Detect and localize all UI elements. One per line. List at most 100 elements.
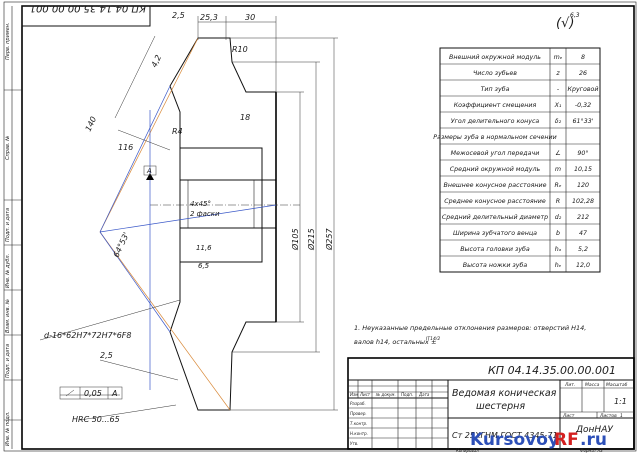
- param-value: 10,15: [574, 166, 592, 173]
- dim-2-5-top: 2,5: [172, 11, 185, 20]
- runout-ref: A: [111, 389, 117, 398]
- watermark-text-3: .ru: [580, 430, 607, 450]
- param-value: Круговой: [567, 86, 598, 93]
- param-value: 102,28: [572, 198, 594, 205]
- param-value: -0,32: [575, 102, 591, 109]
- col-mass: Масса: [585, 382, 600, 388]
- param-value: 90°: [577, 149, 588, 157]
- copy-label: Копировал: [456, 448, 479, 453]
- param-label: Высота ножки зуба: [463, 261, 528, 269]
- param-symbol: m: [555, 166, 561, 173]
- param-symbol: hₑ: [555, 262, 562, 269]
- param-symbol: δ₂: [555, 118, 562, 125]
- technical-notes: 1. Неуказанные предельные отклонения раз…: [354, 324, 586, 346]
- dia-257: Ø257: [324, 228, 334, 251]
- title-block: КП 04.14.35.00.00.001 Ведомая коническая…: [347, 357, 635, 453]
- hardness: HRC 50...65: [72, 415, 120, 424]
- side-stamp: Перв. примен. Справ. № Подп. и дата Инв.…: [4, 6, 22, 449]
- param-value: 47: [579, 230, 587, 237]
- title-block-code: КП 04.14.35.00.00.001: [488, 364, 616, 377]
- param-symbol: R: [556, 198, 560, 205]
- param-symbol: hₐ: [555, 246, 562, 253]
- outer-border: [3, 1, 637, 452]
- param-label: Число зубьев: [473, 69, 517, 77]
- param-value: 61°33': [573, 117, 594, 125]
- param-label: Коэффициент смещения: [454, 102, 537, 109]
- side-stamp-dup: Инв. № дубл.: [5, 254, 11, 288]
- dim-30: 30: [245, 13, 255, 22]
- dim-4-2: 4,2: [150, 54, 164, 69]
- runout-frame: [59, 386, 123, 400]
- watermark: Kursovoy RF .ru: [470, 430, 607, 450]
- param-label: Ширина зубчатого венца: [453, 229, 537, 237]
- param-label: Среднее конусное расстояние: [444, 198, 546, 205]
- side-stamp-first-use: Перв. примен.: [5, 22, 11, 60]
- top-code-stamp-text: КП 04.14.35.00.00.001: [30, 3, 146, 14]
- param-label: Внешний окружной модуль: [449, 54, 541, 61]
- sheets-value: 1: [620, 413, 623, 419]
- param-value: 8: [581, 54, 585, 61]
- organization: ДонНАУ: [575, 425, 613, 435]
- dim-11-6: 11,6: [196, 244, 212, 252]
- dim-2-5-bottom: 2,5: [100, 351, 113, 360]
- side-stamp-orig: Инв. № подл.: [5, 412, 11, 447]
- hdr-sign: Подп.: [401, 392, 413, 397]
- dim-r4: R4: [172, 127, 183, 136]
- datum-box: [143, 165, 157, 176]
- row-razrab: Разраб.: [350, 401, 366, 406]
- param-label: Внешнее конусное расстояние: [444, 182, 547, 189]
- top-code-stamp: КП 04.14.35.00.00.001: [21, 3, 151, 27]
- gear-lower-section: [169, 227, 277, 411]
- row-prov: Провер.: [350, 411, 367, 416]
- gear-upper-section: [169, 37, 277, 181]
- part-name-line-2: шестерня: [476, 401, 525, 412]
- dim-140: 140: [84, 115, 99, 133]
- datum-label: A: [146, 167, 152, 175]
- param-label: Межосевой угол передачи: [451, 150, 540, 157]
- runout-value: 0,05: [84, 389, 102, 398]
- param-symbol: X₁: [554, 102, 562, 109]
- param-label: Размеры зуба в нормальном сечении: [433, 133, 556, 141]
- note-fraction: IT14/2: [426, 336, 440, 342]
- dim-6-5: 6,5: [198, 262, 210, 270]
- dia-215: Ø215: [306, 228, 316, 251]
- param-label: Высота головки зуба: [460, 245, 530, 253]
- note-line-2: валов h14, остальных ±: [354, 338, 436, 346]
- side-stamp-replace: Взам. инв. №: [5, 299, 11, 333]
- param-label: Средний делительный диаметр: [442, 214, 548, 221]
- dia-105: Ø105: [290, 228, 300, 251]
- param-label: Средний окружной модуль: [450, 166, 541, 173]
- dim-18: 18: [240, 113, 250, 122]
- param-symbol: d₂: [555, 214, 562, 221]
- row-utv: Утв.: [350, 441, 358, 446]
- param-value: 120: [577, 182, 589, 189]
- side-stamp-sign-date-2: Подп. и дата: [5, 344, 11, 378]
- dim-angle: 64°53': [112, 231, 131, 259]
- col-lit: Лит.: [564, 382, 575, 388]
- dimension-labels: 25,3 30 2,5 4,2 R10 140 116 R4 18 A 4x45…: [44, 11, 334, 424]
- param-label: Угол делительного конуса: [451, 118, 540, 125]
- note-line-1: 1. Неуказанные предельные отклонения раз…: [354, 324, 586, 332]
- dim-25-3: 25,3: [200, 13, 218, 22]
- sheets-label: Листов: [599, 413, 617, 419]
- col-scale: Масштаб: [606, 382, 628, 388]
- side-stamp-sign-date-1: Подп. и дата: [5, 208, 11, 242]
- chamfer-label: 4x45°: [190, 200, 211, 208]
- format-label: Формат А3: [580, 448, 603, 453]
- chamfer-note: 2 фаски: [190, 210, 220, 218]
- param-label: Тип зуба: [481, 85, 510, 93]
- dim-r10: R10: [232, 45, 248, 54]
- hdr-doc: № докум.: [375, 392, 396, 397]
- row-nkontr: Н.контр.: [350, 431, 368, 436]
- param-symbol: ∠: [555, 150, 561, 157]
- side-stamp-ref: Справ. №: [5, 136, 11, 160]
- param-symbol: mₑ: [554, 54, 563, 61]
- gear-section-view: [39, 16, 338, 421]
- hdr-izm: Изм: [350, 392, 358, 397]
- part-name-line-1: Ведомая коническая: [452, 388, 557, 399]
- inner-frame: [21, 5, 635, 450]
- dim-116: 116: [118, 143, 133, 152]
- hdr-date: Дата: [418, 392, 430, 397]
